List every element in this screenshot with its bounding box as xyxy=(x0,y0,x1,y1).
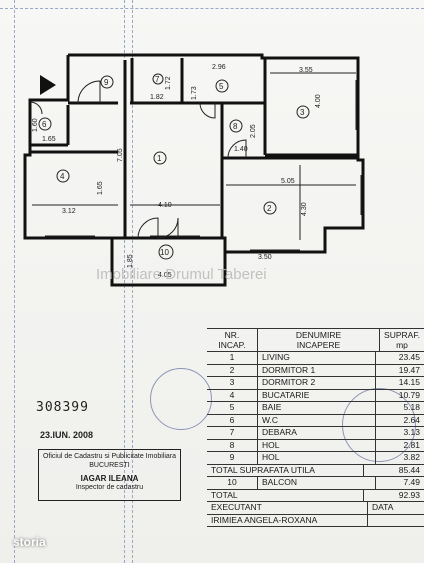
dimension: 1.40 xyxy=(234,146,248,153)
dimension: 1.72 xyxy=(165,76,172,90)
executant-name-row: IRIMIEA ANGELA-ROXANA xyxy=(207,514,424,527)
dimension: 4.10 xyxy=(158,202,172,209)
watermark: Imobiliare Drumul Taberei xyxy=(96,266,267,283)
area-table: NR. INCAP. DENUMIRE INCAPERE SUPRAF. mp … xyxy=(207,328,424,527)
room-number: 6 xyxy=(42,120,47,129)
dimension: 4.00 xyxy=(315,94,322,108)
room-number: 7 xyxy=(155,75,160,84)
dimension: 1.60 xyxy=(32,118,39,132)
room-number: 3 xyxy=(300,108,305,117)
entrance-arrow-icon xyxy=(40,75,56,95)
dimension: 1.65 xyxy=(97,181,104,195)
room-number: 2 xyxy=(267,204,272,213)
stamp-date: 23.IUN. 2008 xyxy=(40,430,94,440)
dimension: 4.05 xyxy=(158,272,172,279)
balcony-wall xyxy=(110,238,227,287)
cadastre-stamp: Oficiul de Cadastru si Publicitate Imobi… xyxy=(38,449,181,501)
door xyxy=(227,139,247,159)
dimension: 1.65 xyxy=(42,136,56,143)
door xyxy=(157,217,179,239)
dimension: 3.50 xyxy=(258,254,272,261)
door xyxy=(29,101,43,115)
dimension: 5.05 xyxy=(281,178,295,185)
table-header: NR. INCAP. DENUMIRE INCAPERE SUPRAF. mp xyxy=(207,328,424,352)
room-number: 1 xyxy=(157,154,162,163)
dimension: 1.73 xyxy=(191,86,198,100)
room-number: 9 xyxy=(104,78,109,87)
door xyxy=(137,217,159,239)
dimension: 2.96 xyxy=(212,64,226,71)
fold-line xyxy=(0,8,424,9)
dimension: 1.85 xyxy=(127,254,134,268)
room-number: 5 xyxy=(219,82,224,91)
outer-wall xyxy=(23,53,365,254)
brand-logo: storia xyxy=(13,535,46,549)
registration-number: 308399 xyxy=(36,400,89,415)
dimension: 4.30 xyxy=(301,202,308,216)
fold-line xyxy=(14,0,16,563)
dimension: 3.55 xyxy=(299,67,313,74)
room-number: 4 xyxy=(60,172,65,181)
round-seal xyxy=(342,388,416,462)
fold-line xyxy=(124,0,126,563)
door xyxy=(77,80,101,104)
dimension: 3.12 xyxy=(62,208,76,215)
room-number: 10 xyxy=(160,248,169,257)
dimension: 7.05 xyxy=(117,148,124,162)
round-seal xyxy=(150,368,212,430)
dimension: 2.05 xyxy=(250,124,257,138)
floor-plan: 9 7 5 3 8 6 1 4 2 10 2.96 3.55 1.72 1.82… xyxy=(23,53,365,287)
door xyxy=(199,102,216,119)
dimension: 1.82 xyxy=(150,94,164,101)
fold-line xyxy=(132,0,134,563)
room-number: 8 xyxy=(233,122,238,131)
